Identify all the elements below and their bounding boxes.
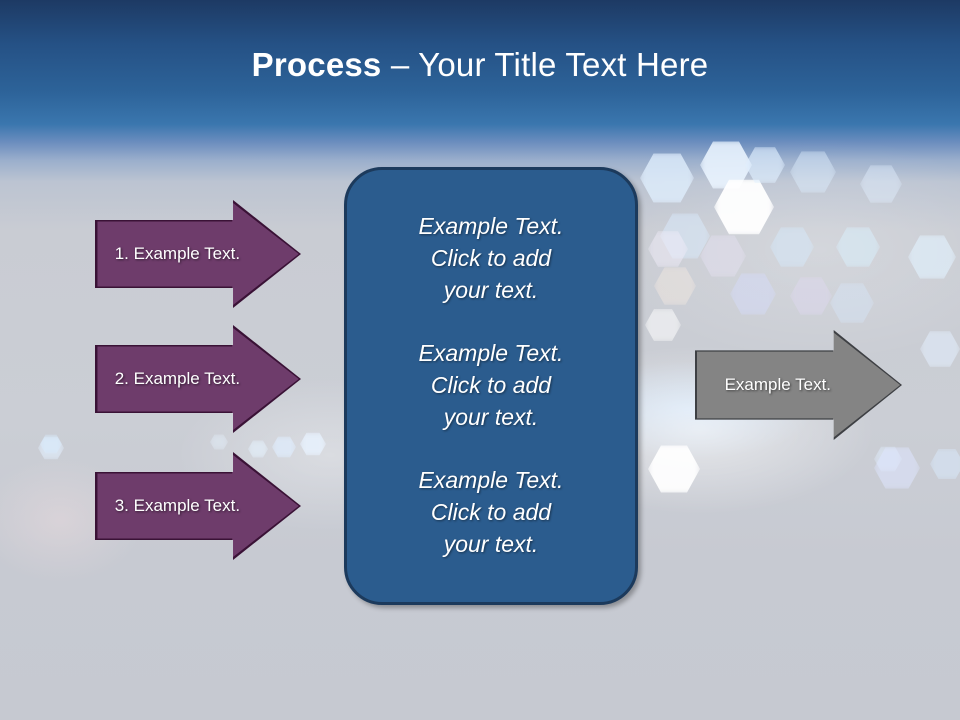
panel-text-block-3-line-3: your text. [443,531,539,557]
panel-text-block-1-line-2: Click to add [430,245,552,271]
panel-text-block-2-line-1: Example Text. [418,340,564,366]
panel-text-block-3-line-2: Click to add [430,499,552,525]
process-step-arrow-3-label: 3. Example Text. [114,496,241,515]
slide-title-rest: – Your Title Text Here [381,46,709,83]
process-step-arrow-2-label: 2. Example Text. [114,369,241,388]
panel-text-block-2-line-2: Click to add [430,372,552,398]
panel-text-block-2[interactable]: Example Text. Click to add your text. [347,337,635,433]
panel-text-block-1[interactable]: Example Text. Click to add your text. [347,210,635,306]
panel-text-block-1-line-3: your text. [443,277,539,303]
panel-text-block-2-line-3: your text. [443,404,539,430]
panel-text-block-3[interactable]: Example Text. Click to add your text. [347,464,635,560]
process-step-arrow-1-label: 1. Example Text. [114,244,241,263]
slide-title-bold: Process [251,46,382,83]
panel-text-block-3-line-1: Example Text. [418,467,564,493]
process-result-arrow-label: Example Text. [724,375,832,394]
panel-text-block-1-line-1: Example Text. [418,213,564,239]
slide-title: Process – Your Title Text Here [0,46,960,84]
center-content-panel[interactable]: Example Text. Click to add your text. Ex… [344,167,638,605]
